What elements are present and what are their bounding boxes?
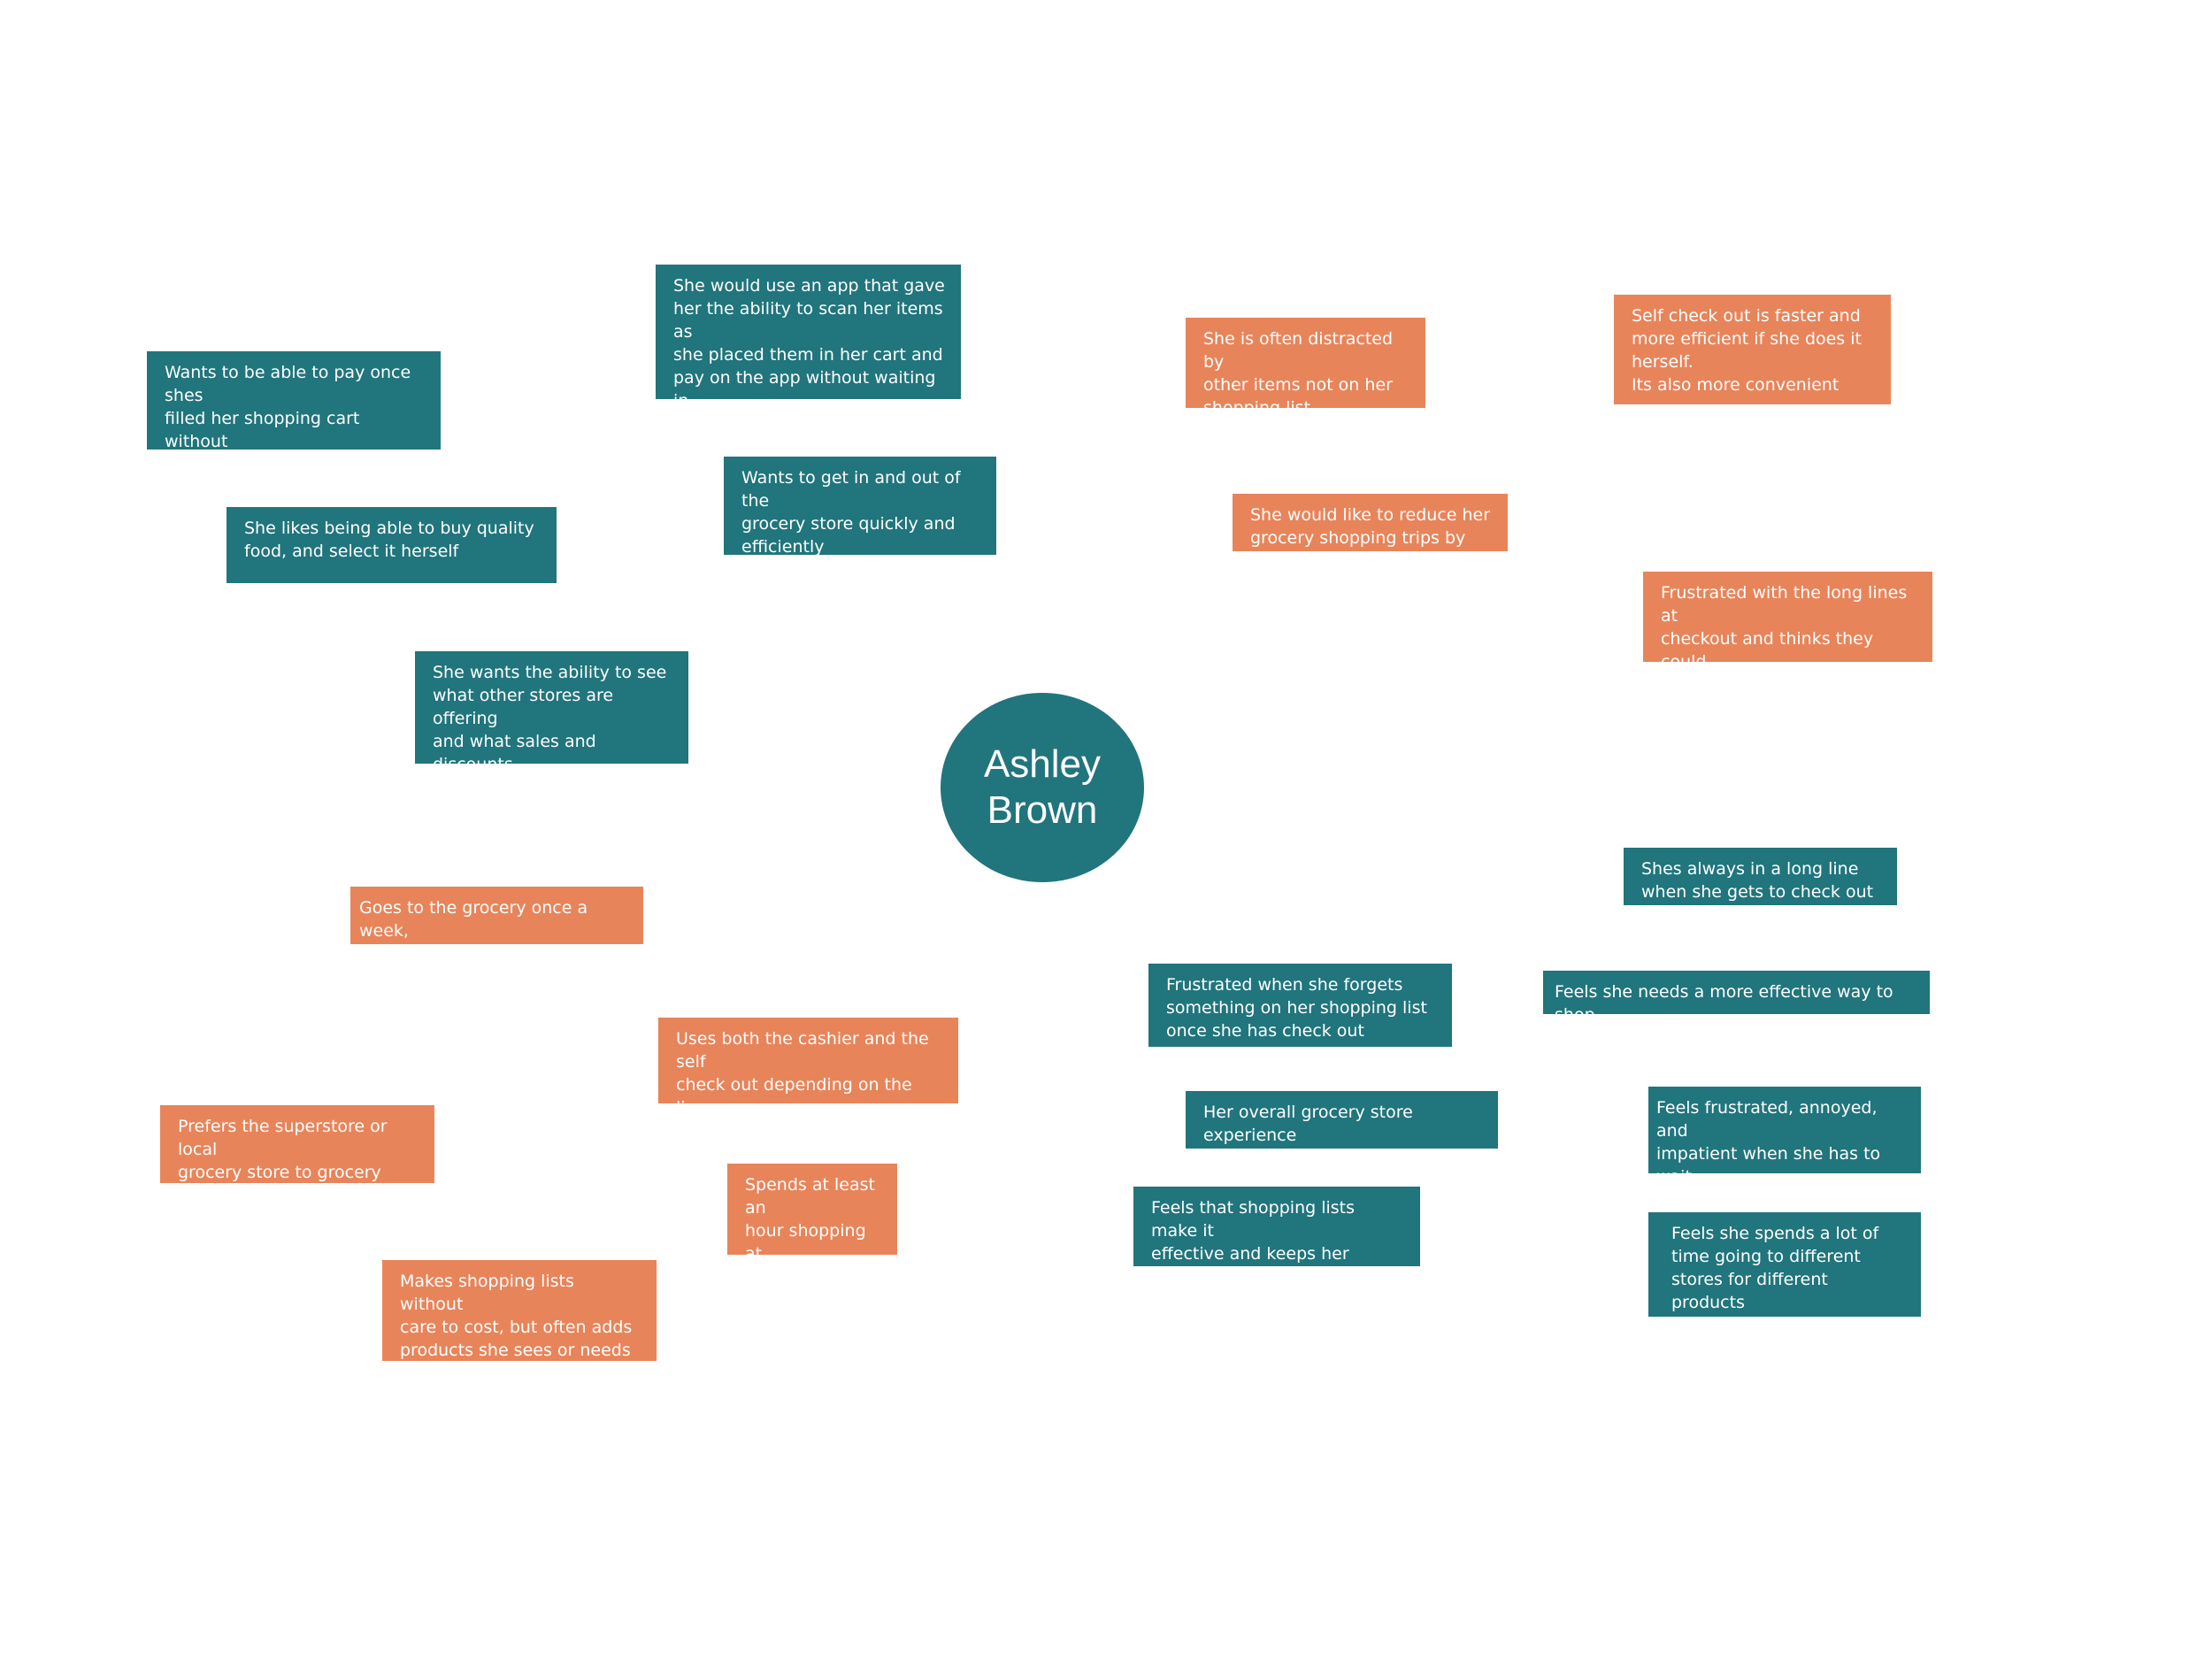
note-scan-app: She would use an app that gave her the a… (656, 265, 961, 434)
note-pay-once: Wants to be able to pay once shes filled… (147, 351, 441, 497)
note-forgets-item: Frustrated when she forgets something on… (1148, 964, 1452, 1047)
note-different-stores: Feels she spends a lot of time going to … (1648, 1212, 1921, 1335)
note-frustrated-lines: Frustrated with the long lines at checko… (1643, 572, 1932, 695)
note-hour-shopping: Spends at least an hour shopping at the … (727, 1164, 897, 1310)
note-frustrated-annoyed: Feels frustrated, annoyed, and impatient… (1648, 1087, 1921, 1210)
persona-last-name: Brown (987, 788, 1098, 832)
note-quality-food: She likes being able to buy quality food… (227, 507, 557, 583)
note-self-checkout: Self check out is faster and more effici… (1614, 295, 1891, 404)
persona-first-name: Ashley (983, 742, 1102, 786)
note-in-and-out: Wants to get in and out of the grocery s… (724, 457, 996, 557)
note-effective-way: Feels she needs a more effective way to … (1543, 971, 1930, 1025)
note-lists-focused: Feels that shopping lists make it effect… (1133, 1187, 1420, 1310)
note-reduce-trips: She would like to reduce her grocery sho… (1233, 494, 1508, 571)
note-once-a-week: Goes to the grocery once a week, if not … (350, 887, 643, 964)
note-long-line: Shes always in a long line when she gets… (1624, 848, 1897, 905)
note-prefers-superstore: Prefers the superstore or local grocery … (160, 1105, 434, 1205)
note-cashier-and-self: Uses both the cashier and the self check… (658, 1018, 958, 1141)
note-overall-experience: Her overall grocery store experience cou… (1186, 1091, 1498, 1168)
note-other-stores: She wants the ability to see what other … (415, 651, 688, 797)
central-persona-node: Ashley Brown (941, 693, 1144, 882)
note-lists-without-cost: Makes shopping lists without care to cos… (382, 1260, 657, 1383)
note-distracted: She is often distracted by other items n… (1186, 318, 1425, 418)
